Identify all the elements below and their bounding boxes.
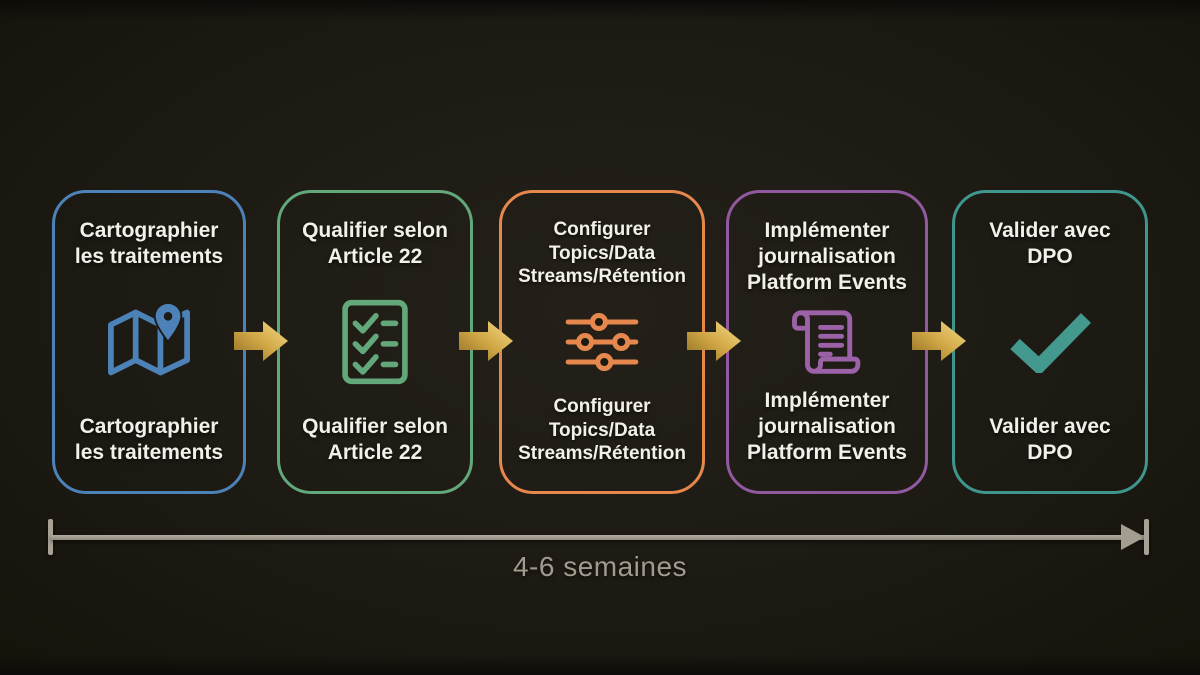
- step-top-label: Implémenter journalisation Platform Even…: [747, 219, 907, 295]
- timeline-duration-label: 4-6 semaines: [512, 551, 688, 582]
- step-card-valider: Valider avec DPO Valider avec DPO: [952, 190, 1148, 494]
- step-bottom-label: Configurer Topics/Data Streams/Rétention: [518, 396, 686, 465]
- step-top-label: Qualifier selon Article 22: [302, 219, 448, 269]
- flow-arrow-icon: [234, 321, 288, 361]
- flow-arrow-icon: [912, 321, 966, 361]
- step-top-label: Valider avec DPO: [989, 219, 1111, 269]
- timeline-end-cap: [1144, 519, 1149, 555]
- flow-arrow-icon: [459, 321, 513, 361]
- flow-arrow-icon: [687, 321, 741, 361]
- scroll-icon: [788, 296, 866, 388]
- step-top-label: Configurer Topics/Data Streams/Rétention: [518, 219, 686, 288]
- step-card-cartographier: Cartographier les traitements Cartograph…: [52, 190, 246, 494]
- step-card-qualifier: Qualifier selon Article 22 Qualifier sel…: [277, 190, 473, 494]
- step-bottom-label: Cartographier les traitements: [74, 414, 224, 464]
- timeline-line: [51, 535, 1147, 540]
- step-top-label: Cartographier les traitements: [74, 219, 224, 269]
- step-bottom-label: Qualifier selon Article 22: [302, 414, 448, 464]
- step-bottom-label: Valider avec DPO: [989, 414, 1111, 464]
- sliders-icon: [562, 289, 642, 396]
- step-bottom-label: Implémenter journalisation Platform Even…: [747, 388, 907, 464]
- timeline-arrowhead-icon: [1121, 524, 1145, 550]
- checklist-icon: [341, 270, 409, 414]
- map-icon: [102, 270, 196, 414]
- checkmark-icon: [1006, 270, 1094, 414]
- step-card-configurer: Configurer Topics/Data Streams/Rétention…: [499, 190, 705, 494]
- timeline-start-cap: [48, 519, 53, 555]
- step-card-implementer: Implémenter journalisation Platform Even…: [726, 190, 928, 494]
